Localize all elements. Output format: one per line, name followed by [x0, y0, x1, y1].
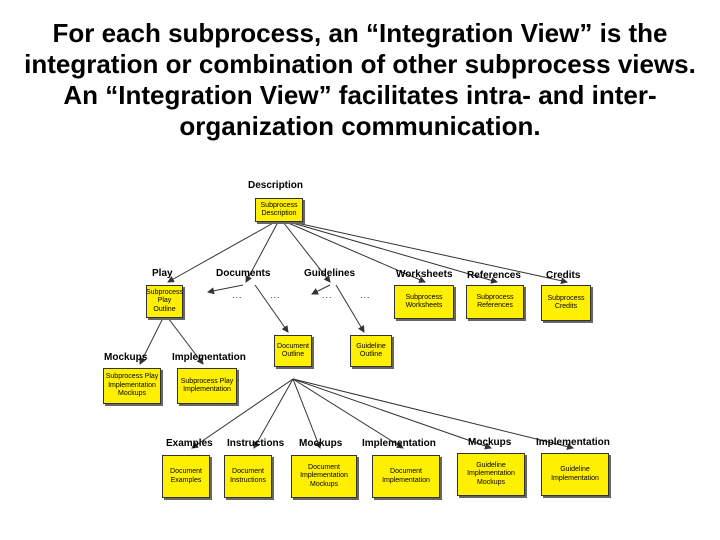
- box-subprocess-play-outline: Subprocess Play Outline: [146, 285, 183, 318]
- box-subprocess-credits: Subprocess Credits: [541, 285, 591, 321]
- label-play: Play: [152, 268, 173, 279]
- label-instructions: Instructions: [227, 438, 285, 449]
- box-subprocess-worksheets: Subprocess Worksheets: [394, 285, 454, 319]
- label-implementation: Implementation: [362, 438, 436, 449]
- ellipsis: ...: [322, 290, 333, 300]
- ellipsis: ...: [232, 290, 243, 300]
- box-guideline-implementation-mockups: Guideline Implementation Mockups: [457, 453, 525, 496]
- label-worksheets: Worksheets: [396, 269, 453, 280]
- box-play-implementation: Subprocess Play Implementation: [177, 368, 237, 404]
- box-document-examples: Document Examples: [162, 455, 210, 498]
- label-documents: Documents: [216, 268, 271, 279]
- label-guidelines: Guidelines: [304, 268, 356, 279]
- label-references: References: [467, 270, 521, 281]
- ellipsis: ...: [360, 290, 371, 300]
- box-document-implementation: Document Implementation: [372, 455, 440, 498]
- box-document-instructions: Document Instructions: [224, 455, 272, 498]
- label-implementation: Implementation: [172, 352, 246, 363]
- label-mockups: Mockups: [299, 438, 343, 449]
- ellipsis: ...: [270, 290, 281, 300]
- label-examples: Examples: [166, 438, 213, 449]
- box-subprocess-references: Subprocess References: [466, 285, 524, 319]
- label-description: Description: [248, 180, 304, 191]
- label-implementation: Implementation: [536, 437, 610, 448]
- box-subprocess-description: Subprocess Description: [255, 198, 303, 222]
- label-mockups: Mockups: [104, 352, 148, 363]
- box-document-implementation-mockups: Document Implementation Mockups: [291, 455, 357, 498]
- box-guideline-implementation: Guideline Implementation: [541, 453, 609, 496]
- box-guideline-outline: Guideline Outline: [350, 335, 392, 367]
- label-credits: Credits: [546, 270, 581, 281]
- box-play-implementation-mockups: Subprocess Play Implementation Mockups: [103, 368, 161, 404]
- label-mockups: Mockups: [468, 437, 512, 448]
- page-title: For each subprocess, an “Integration Vie…: [24, 18, 696, 141]
- box-document-outline: Document Outline: [274, 335, 312, 367]
